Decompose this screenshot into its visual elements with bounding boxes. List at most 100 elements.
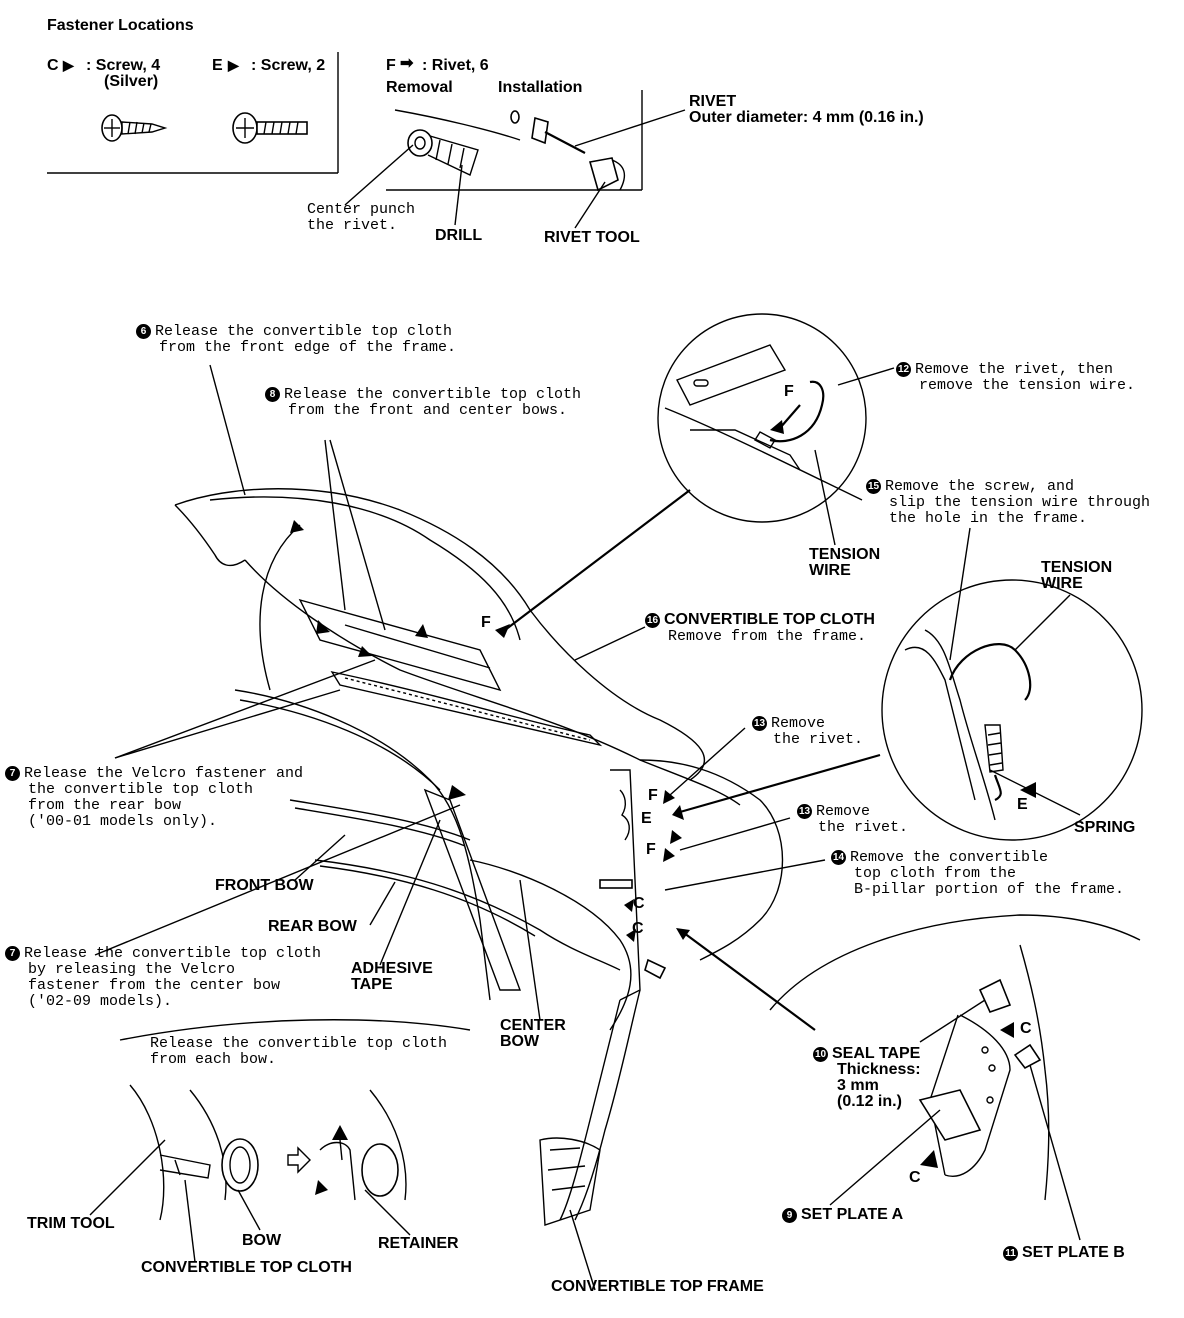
step-text: Release the Velcro fastener and — [24, 765, 304, 782]
callout-f: F — [481, 614, 491, 631]
step-text: slip the tension wire through — [889, 494, 1151, 511]
rivet-f-desc: : Rivet, 6 — [422, 57, 489, 74]
step-text: from the rear bow — [28, 797, 182, 814]
play-arrow-icon: ▶ — [63, 57, 74, 73]
step-16: 16 CONVERTIBLE TOP CLOTH Remove from the … — [645, 612, 875, 644]
step-text: (0.12 in.) — [837, 1093, 902, 1110]
step-number: 6 — [136, 324, 151, 339]
step-text: Remove — [816, 803, 871, 820]
callout-c: C — [1020, 1020, 1032, 1037]
step-number: 8 — [265, 387, 280, 402]
rivet-installation-illustration — [510, 109, 686, 229]
screw-c-sub: (Silver) — [104, 73, 159, 90]
label-line: ADHESIVE — [351, 960, 433, 977]
step-text: the rivet. — [818, 819, 909, 836]
step-text: Release the convertible top cloth — [155, 323, 453, 340]
callout-e: E — [641, 810, 652, 827]
adhesive-tape-label: ADHESIVE TAPE — [351, 961, 433, 993]
detail-set-plates — [769, 914, 1141, 1241]
retainer-label: RETAINER — [378, 1235, 459, 1252]
screw-e-desc: : Screw, 2 — [251, 57, 326, 74]
leader-lines — [94, 364, 826, 1291]
rivet-od-label: Outer diameter: 4 mm (0.16 in.) — [689, 109, 924, 126]
play-arrow-icon: ▶ — [228, 57, 239, 73]
detail-circle-spring — [881, 527, 1143, 841]
label-line: TAPE — [351, 976, 393, 993]
detail-circle-tension-wire-rivet — [657, 313, 895, 546]
spring-label: SPRING — [1074, 819, 1136, 836]
bows-instruction: Release the convertible top cloth from e… — [150, 1036, 447, 1067]
step-text: SET PLATE A — [801, 1206, 904, 1223]
trim-tool-label: TRIM TOOL — [27, 1215, 115, 1232]
removal-label: Removal — [386, 79, 453, 96]
step-text: 3 mm — [837, 1077, 879, 1094]
tension-wire-label-top: TENSION WIRE — [809, 547, 880, 579]
step-text: fastener from the center bow — [28, 977, 281, 994]
step-text: Remove the screw, and — [885, 478, 1075, 495]
screw-e-icon — [232, 112, 308, 144]
step-number: 7 — [5, 766, 20, 781]
right-arrow-icon: ➡ — [400, 55, 414, 72]
step-text: Release the convertible top cloth — [24, 945, 322, 962]
step-text: by releasing the Velcro — [28, 961, 236, 978]
tension-wire-label-right: TENSION WIRE — [1041, 560, 1112, 592]
callout-c: C — [632, 920, 644, 937]
callout-f: F — [648, 787, 658, 804]
step-text: B-pillar portion of the frame. — [854, 881, 1125, 898]
step-text: SEAL TAPE — [832, 1045, 921, 1062]
callout-e: E — [1017, 796, 1028, 813]
step-number: 7 — [5, 946, 20, 961]
installation-label: Installation — [498, 79, 583, 96]
step-text: Remove — [771, 715, 826, 732]
step-14: 14 Remove the convertible top cloth from … — [831, 850, 1124, 897]
center-bow-label: CENTER BOW — [500, 1018, 566, 1050]
step-text: Release the convertible top cloth — [150, 1035, 448, 1052]
label-line: TENSION — [809, 546, 881, 563]
step-number: 9 — [782, 1208, 797, 1223]
step-text: top cloth from the — [854, 865, 1017, 882]
step-number: 14 — [831, 850, 846, 865]
step-number: 16 — [645, 613, 660, 628]
label-line: TENSION — [1041, 559, 1113, 576]
rivet-label: RIVET — [689, 93, 737, 110]
label-line: WIRE — [809, 562, 851, 579]
screw-c-desc: : Screw, 4 — [86, 57, 161, 74]
label-line: CENTER — [500, 1017, 566, 1034]
step-6: 6 Release the convertible top cloth from … — [136, 324, 456, 355]
drill-label: DRILL — [435, 227, 483, 244]
step-text: Thickness: — [837, 1061, 921, 1078]
step-text: the hole in the frame. — [889, 510, 1088, 527]
step-text: from the front edge of the frame. — [159, 339, 457, 356]
step-text: Remove from the frame. — [668, 628, 867, 645]
detail-bow-retainer — [89, 1019, 471, 1263]
step-text: Remove the rivet, then — [915, 361, 1114, 378]
rear-bow-label: REAR BOW — [268, 918, 357, 935]
step-number: 11 — [1003, 1246, 1018, 1261]
fastener-title: Fastener Locations — [47, 17, 194, 34]
front-bow-label: FRONT BOW — [215, 877, 314, 894]
convertible-top-cloth-label: CONVERTIBLE TOP CLOTH — [141, 1259, 352, 1276]
convertible-top-assembly — [174, 488, 881, 1226]
callout-f: F — [646, 841, 656, 858]
step-text: ('00-01 models only). — [28, 813, 218, 830]
step-number: 12 — [896, 362, 911, 377]
step-text: Remove the convertible — [850, 849, 1049, 866]
screw-c-icon — [101, 114, 168, 142]
step-11: 11 SET PLATE B — [1003, 1245, 1125, 1261]
step-number: 13 — [752, 716, 767, 731]
step-text: the rivet. — [773, 731, 864, 748]
screw-c-letter: C — [47, 57, 59, 74]
callout-f: F — [784, 383, 794, 400]
screw-e-letter: E — [212, 57, 223, 74]
fastener-box — [47, 52, 643, 191]
rivet-removal-illustration — [344, 109, 521, 226]
step-text: SET PLATE B — [1022, 1244, 1125, 1261]
step-7b: 7 Release the convertible top cloth by re… — [5, 946, 321, 1009]
step-text: CONVERTIBLE TOP CLOTH — [664, 611, 875, 628]
step-text: Release the convertible top cloth — [284, 386, 582, 403]
